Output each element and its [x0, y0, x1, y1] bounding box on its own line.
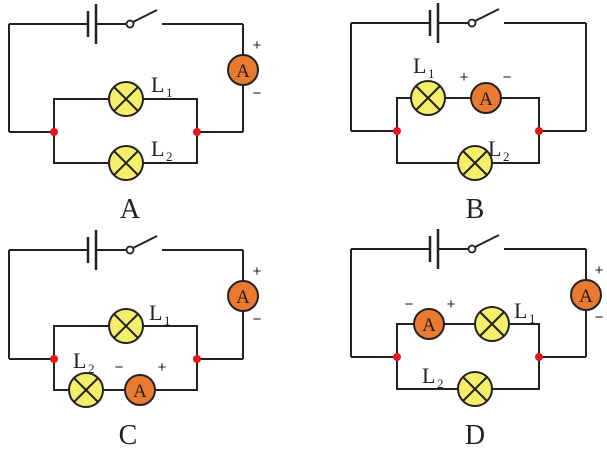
- lamp-L1: [410, 80, 446, 116]
- junction-right: [535, 127, 543, 135]
- lamp-label-letter: L: [488, 136, 501, 161]
- junction-left: [50, 128, 58, 136]
- lamp-label-letter: L: [151, 136, 164, 161]
- lamp-L2: [108, 145, 144, 181]
- switch-blade-open: [132, 235, 158, 249]
- ammeter-main-minus: −: [253, 85, 262, 102]
- lamp-cross: [73, 377, 99, 403]
- lamp-label-letter: L: [151, 72, 164, 97]
- lamp-label-letter: L: [73, 348, 86, 373]
- caption-B: B: [466, 194, 485, 225]
- caption-C: C: [119, 420, 138, 450]
- ammeter-body: [470, 82, 502, 114]
- lamp-L2: [68, 372, 104, 408]
- lamp-label-letter: L: [413, 53, 426, 78]
- lamp-cross: [113, 313, 139, 339]
- ammeter-body: [413, 308, 445, 340]
- lamp-label-letter: L: [514, 298, 527, 323]
- lamp-L1: [474, 306, 510, 342]
- lamp-label-index: 2: [437, 376, 444, 391]
- lamp-cross: [479, 311, 505, 337]
- caption-D: D: [465, 420, 485, 450]
- ammeter-letter: A: [579, 286, 593, 307]
- switch-pivot: [467, 244, 477, 254]
- branch-left: [53, 98, 109, 164]
- ammeter-main-minus: −: [253, 311, 262, 328]
- switch-blade-open: [474, 8, 500, 22]
- lamp-label-index: 2: [503, 149, 510, 164]
- ammeter-letter: A: [479, 89, 493, 110]
- switch-pivot: [125, 245, 135, 255]
- ammeter-main: A: [227, 280, 259, 312]
- lamp-cross: [415, 85, 441, 111]
- switch-pivot: [467, 18, 477, 28]
- ammeter-branch-plus: +: [460, 69, 469, 86]
- ammeter-main-plus: +: [595, 262, 604, 279]
- ammeter-branch-L2: A: [124, 374, 156, 406]
- ammeter-branch-plus: +: [158, 359, 167, 376]
- lamp-cross: [462, 150, 488, 176]
- lamp-cross: [113, 150, 139, 176]
- switch-blade-open: [132, 9, 158, 23]
- ammeter-main-plus: +: [253, 37, 262, 54]
- lamp-L2: [457, 371, 493, 407]
- junction-right: [193, 128, 201, 136]
- junction-left: [393, 127, 401, 135]
- ammeter-branch-plus: +: [447, 296, 456, 313]
- ammeter-letter: A: [236, 287, 250, 308]
- switch-blade-open: [474, 234, 500, 248]
- ammeter-letter: A: [133, 381, 147, 402]
- switch-pivot: [125, 19, 135, 29]
- lamp-cross: [462, 376, 488, 402]
- junction-left: [50, 355, 58, 363]
- lamp-label-index: 1: [529, 311, 536, 326]
- lamp-label-index: 2: [166, 149, 173, 164]
- ammeter-main: A: [227, 54, 259, 86]
- junction-right: [193, 355, 201, 363]
- ammeter-branch-minus: −: [115, 359, 124, 376]
- ammeter-branch-minus: −: [405, 296, 414, 313]
- lamp-L1: [108, 308, 144, 344]
- lamp-label-letter: L: [149, 300, 162, 325]
- ammeter-body: [124, 374, 156, 406]
- ammeter-letter: A: [422, 315, 436, 336]
- lamp-label-index: 2: [88, 361, 95, 376]
- ammeter-main: A: [570, 279, 602, 311]
- lamp-L2: [457, 145, 493, 181]
- ammeter-branch-L1: A: [413, 308, 445, 340]
- junction-right: [535, 353, 543, 361]
- lamp-label-index: 1: [428, 66, 435, 81]
- ammeter-main-minus: −: [595, 309, 604, 326]
- lamp-L1: [108, 81, 144, 117]
- ammeter-main-plus: +: [253, 263, 262, 280]
- caption-A: A: [120, 194, 141, 225]
- ammeter-branch-L1: A: [470, 82, 502, 114]
- lamp-label-letter: L: [422, 363, 435, 388]
- lamp-label-index: 1: [164, 313, 171, 328]
- lamp-label-index: 1: [166, 85, 173, 100]
- junction-left: [393, 353, 401, 361]
- ammeter-branch-minus: −: [503, 69, 512, 86]
- lamp-cross: [113, 86, 139, 112]
- ammeter-letter: A: [236, 61, 250, 82]
